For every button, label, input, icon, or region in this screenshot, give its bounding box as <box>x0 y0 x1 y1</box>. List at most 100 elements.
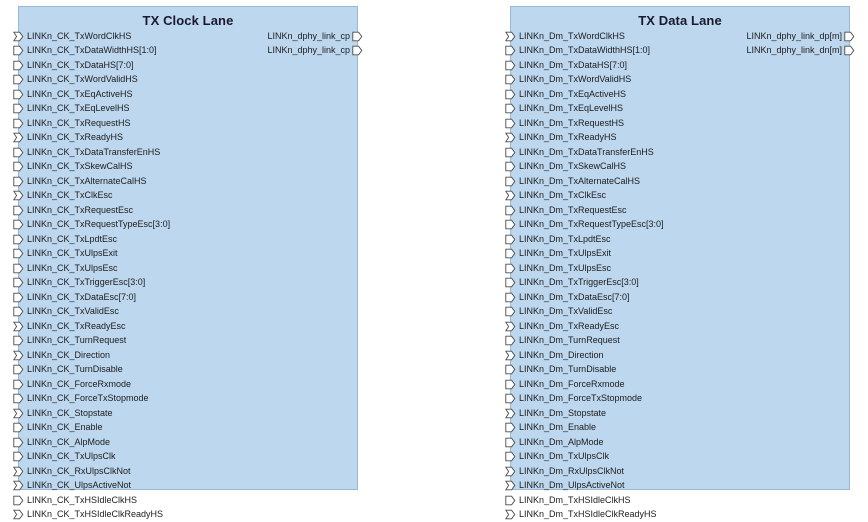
output-port[interactable]: LINKn_dphy_link_cp <box>267 29 357 44</box>
input-port[interactable]: LINKn_CK_TxRequestHS <box>19 116 170 131</box>
input-port[interactable]: LINKn_Dm_TxUlpsClk <box>511 450 664 465</box>
output-port[interactable]: LINKn_dphy_link_cp <box>267 44 357 59</box>
input-port[interactable]: LINKn_CK_TxValidEsc <box>19 305 170 320</box>
input-port[interactable]: LINKn_CK_Direction <box>19 348 170 363</box>
signal-port-icon <box>505 118 516 129</box>
input-port[interactable]: LINKn_Dm_TxEqActiveHS <box>511 87 664 102</box>
input-port[interactable]: LINKn_Dm_TxDataTransferEnHS <box>511 145 664 160</box>
input-port[interactable]: LINKn_Dm_TxEqLevelHS <box>511 102 664 117</box>
input-port[interactable]: LINKn_CK_ForceRxmode <box>19 377 170 392</box>
signal-port-icon <box>505 89 516 100</box>
clock-port-icon <box>505 132 516 143</box>
input-port[interactable]: LINKn_Dm_TxClkEsc <box>511 189 664 204</box>
input-port[interactable]: LINKn_CK_TxDataHS[7:0] <box>19 58 170 73</box>
signal-port-icon <box>505 45 516 56</box>
input-port[interactable]: LINKn_CK_TxWordValidHS <box>19 73 170 88</box>
input-port[interactable]: LINKn_Dm_TxDataEsc[7:0] <box>511 290 664 305</box>
input-port[interactable]: LINKn_CK_TxUlpsExit <box>19 247 170 262</box>
port-label: LINKn_CK_TxDataHS[7:0] <box>27 61 134 70</box>
input-port[interactable]: LINKn_CK_TxLpdtEsc <box>19 232 170 247</box>
input-port[interactable]: LINKn_CK_TxReadyHS <box>19 131 170 146</box>
input-port[interactable]: LINKn_Dm_TurnRequest <box>511 334 664 349</box>
input-port[interactable]: LINKn_CK_TxDataWidthHS[1:0] <box>19 44 170 59</box>
input-port[interactable]: LINKn_Dm_AlpMode <box>511 435 664 450</box>
port-label: LINKn_Dm_TxClkEsc <box>519 191 606 200</box>
input-port[interactable]: LINKn_CK_ForceTxStopmode <box>19 392 170 407</box>
input-port[interactable]: LINKn_Dm_TxDataWidthHS[1:0] <box>511 44 664 59</box>
input-port[interactable]: LINKn_Dm_TxSkewCalHS <box>511 160 664 175</box>
input-port[interactable]: LINKn_Dm_TxRequestHS <box>511 116 664 131</box>
input-port[interactable]: LINKn_Dm_TxLpdtEsc <box>511 232 664 247</box>
signal-port-icon <box>505 422 516 433</box>
input-port[interactable]: LINKn_Dm_Direction <box>511 348 664 363</box>
signal-port-icon <box>13 118 24 129</box>
input-port[interactable]: LINKn_CK_TxUlpsEsc <box>19 261 170 276</box>
input-port[interactable]: LINKn_Dm_TxWordClkHS <box>511 29 664 44</box>
port-label: LINKn_Dm_ForceTxStopmode <box>519 394 642 403</box>
input-port[interactable]: LINKn_CK_TurnDisable <box>19 363 170 378</box>
signal-port-icon <box>352 31 363 42</box>
input-port[interactable]: LINKn_CK_TxEqActiveHS <box>19 87 170 102</box>
input-port[interactable]: LINKn_CK_TxClkEsc <box>19 189 170 204</box>
input-port[interactable]: LINKn_CK_TxAlternateCalHS <box>19 174 170 189</box>
input-port[interactable]: LINKn_Dm_Enable <box>511 421 664 436</box>
input-port[interactable]: LINKn_CK_TxWordClkHS <box>19 29 170 44</box>
input-port[interactable]: LINKn_Dm_TxUlpsExit <box>511 247 664 262</box>
input-port[interactable]: LINKn_Dm_TxWordValidHS <box>511 73 664 88</box>
clock-port-icon <box>13 190 24 201</box>
clock-port-icon <box>505 31 516 42</box>
input-port[interactable]: LINKn_Dm_TxHSIdleClkHS <box>511 493 664 508</box>
input-port[interactable]: LINKn_Dm_TxTriggerEsc[3:0] <box>511 276 664 291</box>
clock-port-icon <box>505 480 516 491</box>
input-port[interactable]: LINKn_Dm_TxReadyHS <box>511 131 664 146</box>
signal-port-icon <box>13 277 24 288</box>
input-port[interactable]: LINKn_Dm_UlpsActiveNot <box>511 479 664 494</box>
input-port[interactable]: LINKn_CK_Enable <box>19 421 170 436</box>
input-port[interactable]: LINKn_CK_TxRequestEsc <box>19 203 170 218</box>
input-port[interactable]: LINKn_CK_TxUlpsClk <box>19 450 170 465</box>
input-port[interactable]: LINKn_Dm_TxRequestTypeEsc[3:0] <box>511 218 664 233</box>
input-port[interactable]: LINKn_CK_TxHSIdleClkReadyHS <box>19 508 170 522</box>
port-label: LINKn_CK_TxHSIdleClkHS <box>27 496 137 505</box>
port-label: LINKn_Dm_Stopstate <box>519 409 606 418</box>
input-port[interactable]: LINKn_CK_TxHSIdleClkHS <box>19 493 170 508</box>
input-port[interactable]: LINKn_CK_TurnRequest <box>19 334 170 349</box>
input-port[interactable]: LINKn_CK_TxDataEsc[7:0] <box>19 290 170 305</box>
input-port[interactable]: LINKn_Dm_TxHSIdleClkReadyHS <box>511 508 664 522</box>
input-port[interactable]: LINKn_CK_RxUlpsClkNot <box>19 464 170 479</box>
input-port[interactable]: LINKn_Dm_TxAlternateCalHS <box>511 174 664 189</box>
signal-port-icon <box>505 335 516 346</box>
signal-port-icon <box>13 45 24 56</box>
signal-port-icon <box>844 45 855 56</box>
input-port[interactable]: LINKn_Dm_TurnDisable <box>511 363 664 378</box>
input-port[interactable]: LINKn_Dm_TxUlpsEsc <box>511 261 664 276</box>
input-port[interactable]: LINKn_CK_AlpMode <box>19 435 170 450</box>
input-port[interactable]: LINKn_Dm_ForceRxmode <box>511 377 664 392</box>
signal-port-icon <box>505 263 516 274</box>
input-port[interactable]: LINKn_CK_TxReadyEsc <box>19 319 170 334</box>
input-port[interactable]: LINKn_Dm_RxUlpsClkNot <box>511 464 664 479</box>
input-port[interactable]: LINKn_CK_TxRequestTypeEsc[3:0] <box>19 218 170 233</box>
input-port[interactable]: LINKn_Dm_TxReadyEsc <box>511 319 664 334</box>
input-port[interactable]: LINKn_CK_Stopstate <box>19 406 170 421</box>
output-port[interactable]: LINKn_dphy_link_dn[m] <box>746 44 849 59</box>
signal-port-icon <box>13 379 24 390</box>
input-port[interactable]: LINKn_Dm_Stopstate <box>511 406 664 421</box>
signal-port-icon <box>505 219 516 230</box>
input-port[interactable]: LINKn_CK_TxTriggerEsc[3:0] <box>19 276 170 291</box>
input-port[interactable]: LINKn_Dm_TxValidEsc <box>511 305 664 320</box>
input-port[interactable]: LINKn_CK_TxSkewCalHS <box>19 160 170 175</box>
input-port[interactable]: LINKn_CK_TxDataTransferEnHS <box>19 145 170 160</box>
clock-port-icon <box>13 350 24 361</box>
input-port[interactable]: LINKn_Dm_TxDataHS[7:0] <box>511 58 664 73</box>
output-port[interactable]: LINKn_dphy_link_dp[m] <box>746 29 849 44</box>
port-label: LINKn_CK_TurnRequest <box>27 336 126 345</box>
input-port[interactable]: LINKn_Dm_TxRequestEsc <box>511 203 664 218</box>
input-port[interactable]: LINKn_Dm_ForceTxStopmode <box>511 392 664 407</box>
input-port[interactable]: LINKn_CK_UlpsActiveNot <box>19 479 170 494</box>
port-label: LINKn_CK_TxReadyEsc <box>27 322 126 331</box>
input-port[interactable]: LINKn_CK_TxEqLevelHS <box>19 102 170 117</box>
